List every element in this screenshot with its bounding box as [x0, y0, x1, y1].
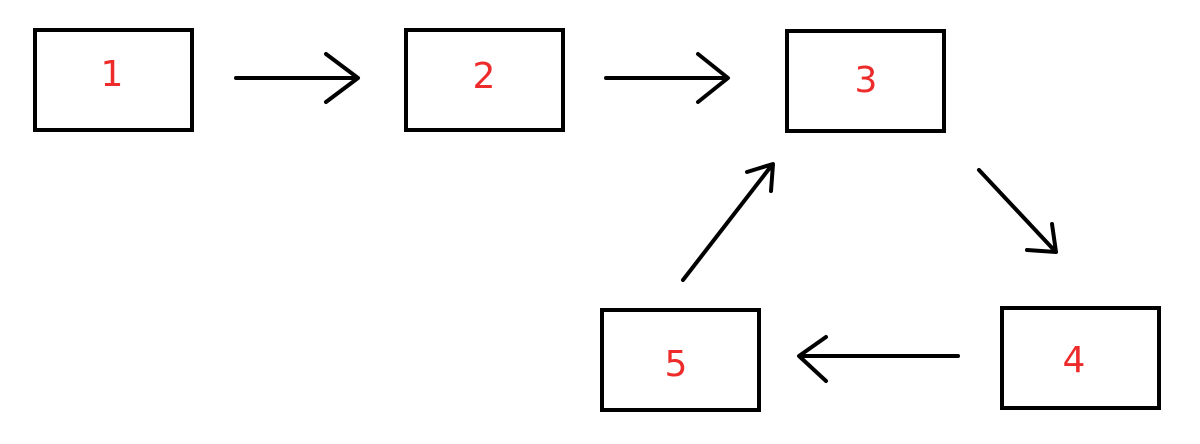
node-5-label: 5	[665, 344, 688, 385]
node-2-box: 2	[404, 28, 565, 132]
node-4-box: 4	[1000, 306, 1161, 410]
arrow-4-to-5	[797, 335, 960, 383]
arrow-3-to-4	[977, 168, 1058, 254]
node-5-box: 5	[600, 308, 761, 412]
node-3-label: 3	[855, 60, 878, 101]
node-3-box: 3	[785, 29, 946, 133]
node-1-box: 1	[33, 28, 194, 132]
node-4-label: 4	[1063, 340, 1086, 381]
arrow-5-to-3	[681, 162, 775, 282]
arrow-1-to-2	[234, 52, 360, 104]
node-1-label: 1	[101, 54, 124, 95]
arrow-2-to-3	[604, 52, 730, 104]
node-2-label: 2	[473, 56, 496, 97]
